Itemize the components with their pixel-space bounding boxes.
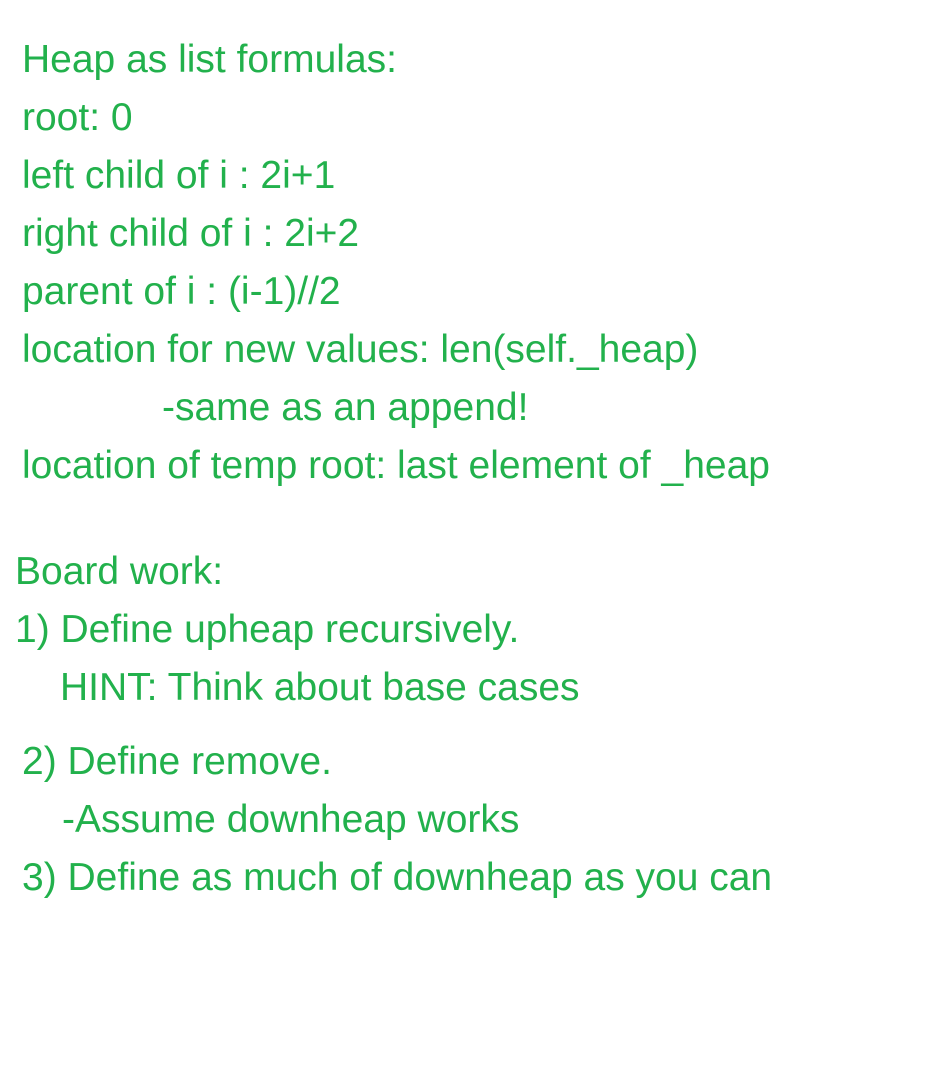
board-task-2-note: -Assume downheap works [62, 798, 520, 841]
formulas-heading: Heap as list formulas: [22, 38, 397, 81]
formula-temp-root: location of temp root: last element of _… [22, 444, 770, 487]
board-task-1: 1) Define upheap recursively. [15, 608, 520, 651]
board-task-3: 3) Define as much of downheap as you can [22, 856, 773, 899]
formula-right-child: right child of i : 2i+2 [22, 212, 360, 255]
board-task-2: 2) Define remove. [22, 740, 332, 783]
formula-new-values: location for new values: len(self._heap) [22, 328, 699, 371]
formula-left-child: left child of i : 2i+1 [22, 154, 336, 197]
board-task-1-hint: HINT: Think about base cases [60, 666, 580, 709]
formula-parent: parent of i : (i-1)//2 [22, 270, 341, 313]
formula-root: root: 0 [22, 96, 133, 139]
board-work-heading: Board work: [15, 550, 224, 593]
formula-append-note: -same as an append! [162, 386, 529, 429]
